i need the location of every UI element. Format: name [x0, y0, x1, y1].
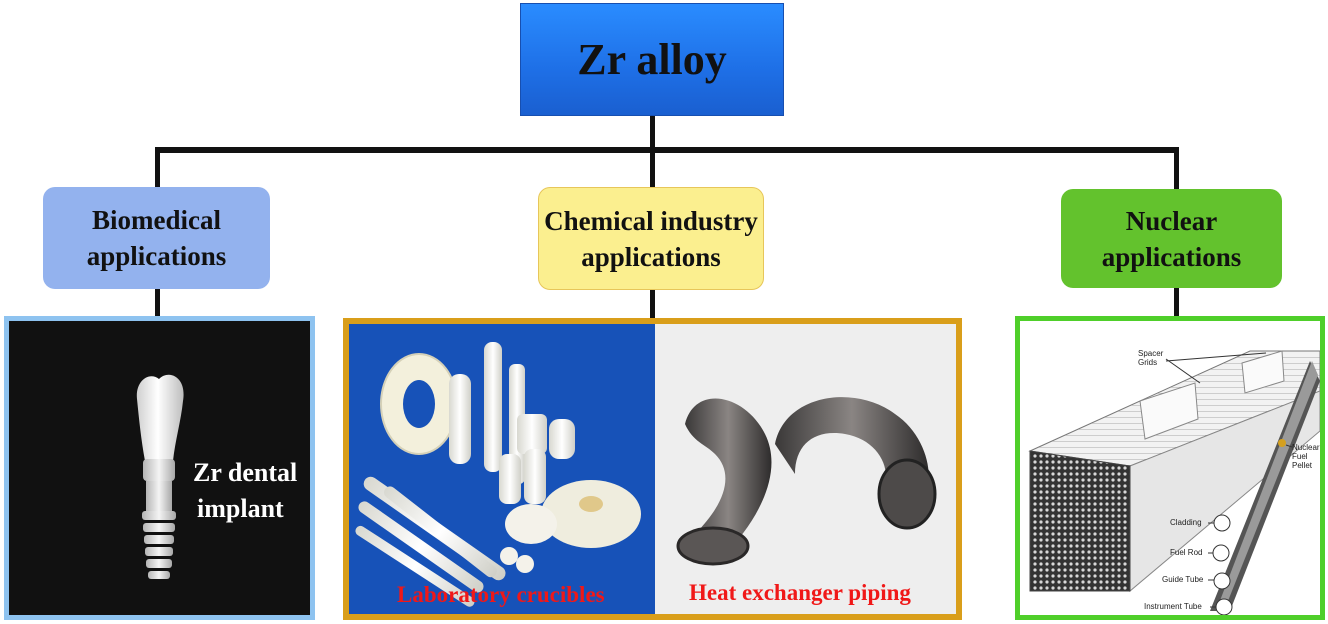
connector-nuc-down: [1174, 147, 1179, 189]
connector-nuc-panel: [1174, 288, 1179, 316]
dental-caption-line2: implant: [197, 494, 284, 523]
connector-chem-panel: [650, 290, 655, 318]
crucibles-image: Laboratory crucibles: [349, 324, 655, 614]
piping-illustration: [676, 397, 937, 566]
category-chemical-industry: Chemical industry applications: [538, 187, 764, 290]
label-spacer-line2: Grids: [1138, 358, 1158, 367]
panel-dental-implant: Zr dental implant: [4, 316, 315, 620]
label-pellet-line2: Fuel: [1292, 452, 1308, 461]
piping-image: Heat exchanger piping: [655, 324, 956, 614]
fuel-assembly-illustration: [1028, 350, 1320, 615]
category-nuclear-line1: Nuclear: [1125, 205, 1218, 236]
crucibles-caption: Laboratory crucibles: [397, 582, 605, 607]
label-spacer-line1: Spacer: [1138, 349, 1164, 358]
category-nuclear-line2: applications: [1101, 241, 1242, 272]
label-guide-tube: Guide Tube: [1162, 575, 1204, 584]
label-spacer-grids: Spacer Grids: [1138, 349, 1163, 367]
label-instrument-tube: Instrument Tube: [1144, 602, 1202, 611]
connector-root-down: [650, 116, 655, 150]
label-nuclear-fuel-pellet: Nuclear Fuel Pellet: [1292, 443, 1320, 470]
panel-chemical-industry: Laboratory crucibles Heat exchanger pipi…: [343, 318, 962, 620]
category-biomedical: Biomedical applications: [43, 187, 270, 289]
dental-caption-line1: Zr dental: [193, 458, 298, 487]
label-pellet-line3: Pellet: [1292, 461, 1313, 470]
category-biomedical-line1: Biomedical: [91, 205, 221, 235]
connector-horizontal: [155, 147, 1179, 153]
connector-bio-down: [155, 147, 160, 187]
panel-nuclear-fuel-assembly: Spacer Grids Nuclear Fuel Pellet Claddin…: [1015, 316, 1325, 620]
root-label: Zr alloy: [577, 35, 727, 84]
crucibles-illustration: [355, 342, 641, 607]
connector-chem-down: [650, 150, 655, 187]
piping-caption: Heat exchanger piping: [689, 580, 911, 605]
dental-implant-illustration: [136, 374, 184, 579]
root-node: Zr alloy: [520, 3, 784, 116]
label-fuel-rod: Fuel Rod: [1170, 548, 1203, 557]
label-cladding: Cladding: [1170, 518, 1202, 527]
category-nuclear: Nuclear applications: [1061, 189, 1282, 288]
category-biomedical-line2: applications: [86, 241, 227, 271]
dental-implant-caption: Zr dental implant: [193, 455, 297, 527]
connector-bio-panel: [155, 289, 160, 316]
label-pellet-line1: Nuclear: [1292, 443, 1320, 452]
category-chemical-line1: Chemical industry: [544, 205, 758, 236]
category-chemical-line2: applications: [581, 241, 721, 272]
